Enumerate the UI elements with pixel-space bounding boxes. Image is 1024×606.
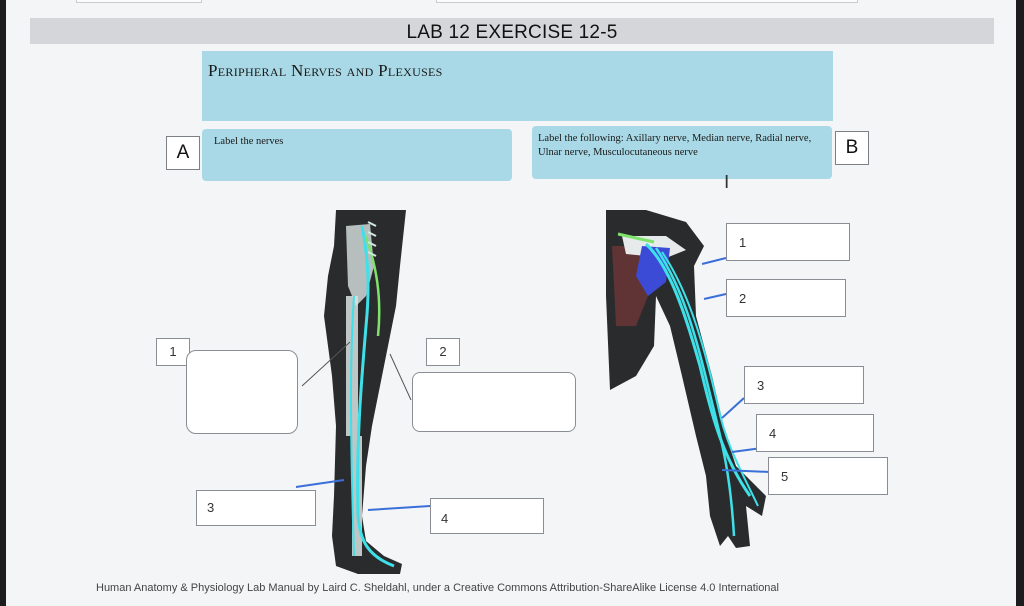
panel-a-number-1: 1 [156, 338, 190, 366]
panel-a-number-2: 2 [426, 338, 460, 366]
panel-a-answer-box-3[interactable]: 3 [196, 490, 316, 526]
panel-a-instruction-box: Label the nerves [202, 129, 512, 181]
panel-a-instruction: Label the nerves [214, 136, 284, 147]
panel-a-answer-box-1[interactable] [186, 350, 298, 434]
panel-b-letter: B [835, 131, 869, 165]
previous-slide-box [436, 0, 858, 3]
previous-slide-box [76, 0, 202, 3]
panel-b-instruction-box: Label the following: Axillary nerve, Med… [532, 126, 832, 179]
panel-b-answer-box-2[interactable]: 2 [726, 279, 846, 317]
panel-a-number-4: 4 [441, 511, 449, 526]
panel-b-number-5: 5 [781, 469, 789, 484]
panel-a-letter: A [166, 136, 200, 170]
section-title-box: Peripheral Nerves and Plexuses [202, 51, 833, 121]
panel-b-number-2: 2 [739, 291, 747, 306]
panel-b-number-1: 1 [739, 235, 747, 250]
lab-title: LAB 12 EXERCISE 12-5 [406, 22, 618, 43]
document-page: LAB 12 EXERCISE 12-5 Peripheral Nerves a… [6, 0, 1016, 606]
panel-a-number-3: 3 [207, 500, 215, 515]
arm-illustration [606, 210, 766, 548]
panel-a-answer-box-4[interactable]: 4 [430, 498, 544, 534]
panel-b-answer-box-1[interactable]: 1 [726, 223, 850, 261]
text-cursor-icon: I [724, 172, 730, 193]
panel-b-answer-box-4[interactable]: 4 [756, 414, 874, 452]
panel-b-number-4: 4 [769, 426, 777, 441]
leg-illustration [324, 210, 406, 574]
anatomy-illustrations [295, 210, 771, 574]
panel-b-instruction: Label the following: Axillary nerve, Med… [538, 133, 812, 158]
panel-b-answer-box-3[interactable]: 3 [744, 366, 864, 404]
header-bar: LAB 12 EXERCISE 12-5 [30, 18, 994, 44]
section-title: Peripheral Nerves and Plexuses [208, 61, 443, 80]
panel-b-number-3: 3 [757, 378, 765, 393]
panel-a-answer-box-2[interactable] [412, 372, 576, 432]
panel-b-answer-box-5[interactable]: 5 [768, 457, 888, 495]
footer-attribution: Human Anatomy & Physiology Lab Manual by… [96, 582, 779, 594]
